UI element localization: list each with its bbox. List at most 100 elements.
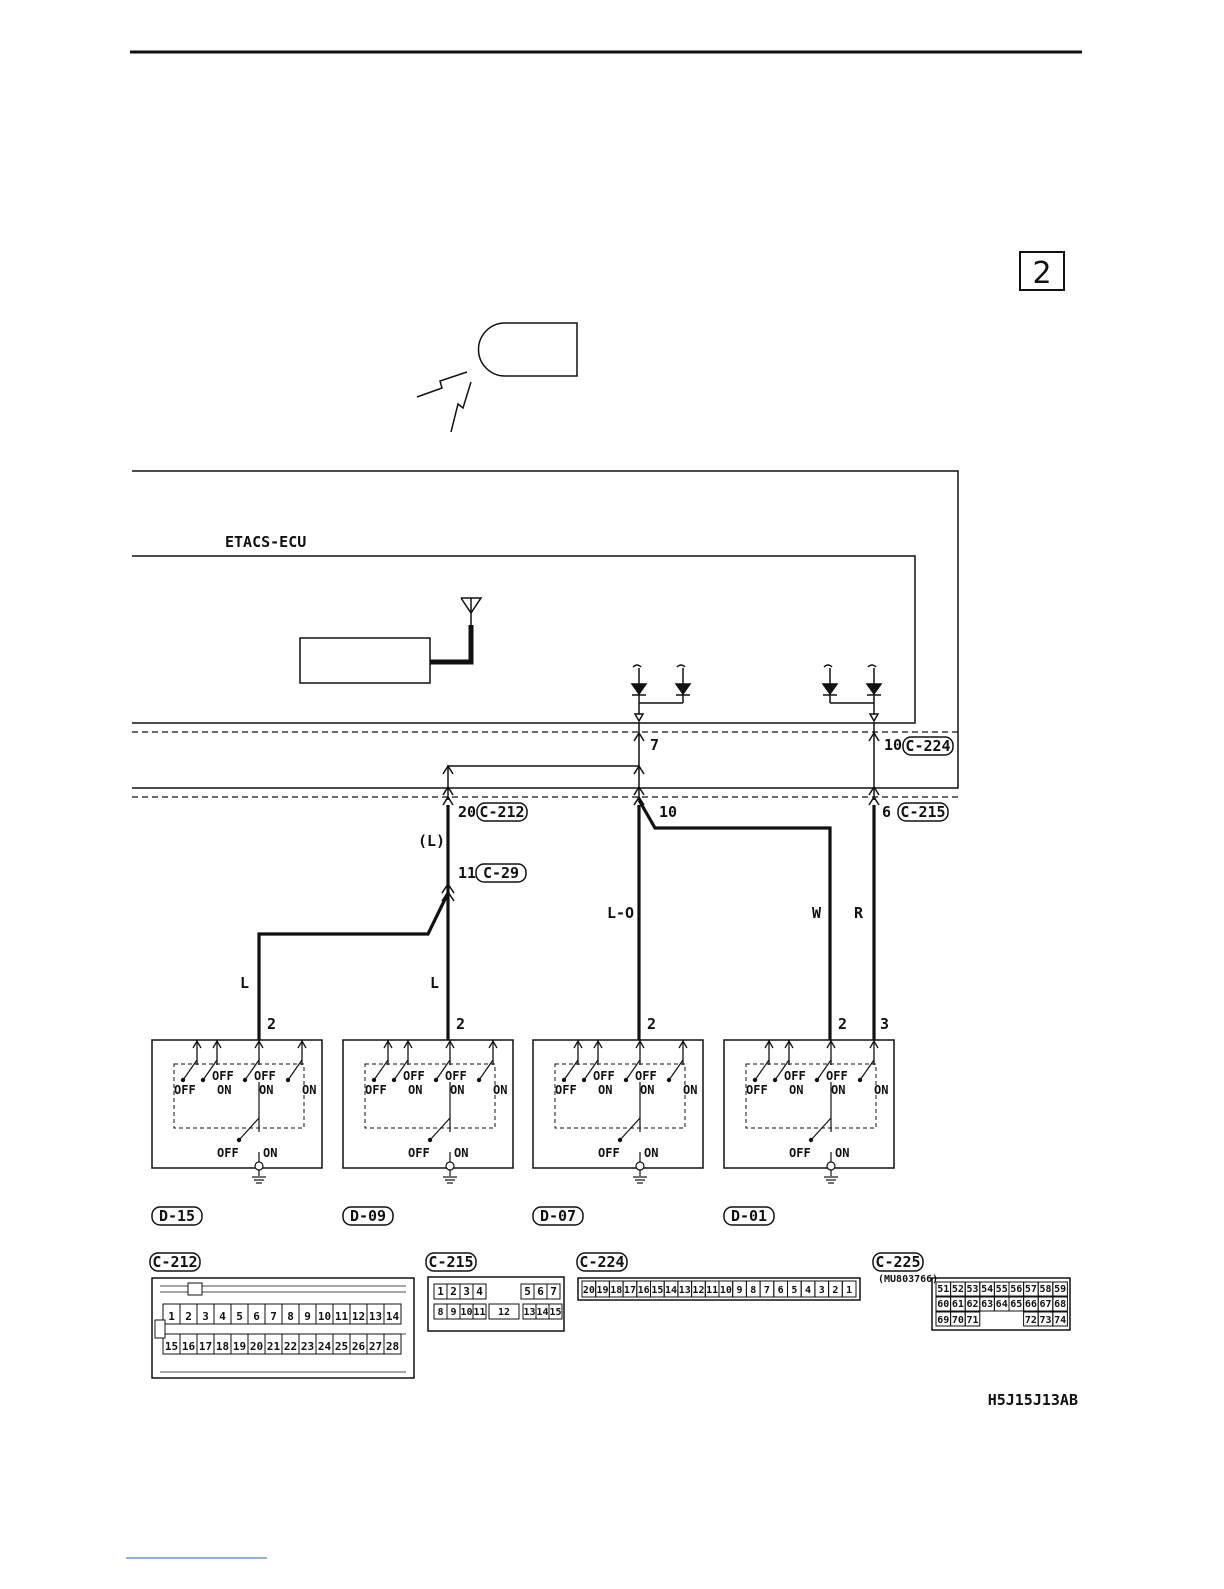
switch-on-label-b: ON [259,1083,273,1097]
connector-pin: 6 [253,1310,260,1323]
switch-bottom-on-label: ON [263,1146,277,1160]
wire-color-l-paren: (L) [418,832,445,850]
switch-connector-ref: D-07 [532,1206,584,1226]
switch-connector-ref: D-09 [342,1206,394,1226]
connector-pin: 64 [996,1299,1008,1310]
switch-pin-label: 2 [647,1015,656,1033]
connector-ref-c215: C-215 [897,802,949,822]
connector-pin: 19 [597,1285,609,1296]
junction-7: 7 [650,736,659,754]
switch-bottom-on-label: ON [644,1146,658,1160]
switch-on-label-a: ON [408,1083,422,1097]
svg-text:C-224: C-224 [905,737,950,755]
connector-pin: 10 [460,1307,472,1318]
connector-pin: 2 [185,1310,192,1323]
connector-pin: 20 [583,1285,595,1296]
keyless-transmitter [477,322,578,377]
connector-pin: 61 [952,1299,964,1310]
connector-pin: 4 [476,1285,483,1298]
connector-pin: 3 [819,1285,825,1296]
switch-off-label-a: OFF [403,1069,425,1083]
wire-color-lo: L-O [607,904,634,922]
radio-signal-icon [416,371,472,433]
connector-pin: 6 [778,1285,784,1296]
connector-pin: 4 [219,1310,226,1323]
switch-off-left-label: OFF [555,1083,577,1097]
connector-pin: 65 [1010,1299,1022,1310]
connector-ref-c225-diagram: C-225 [872,1252,924,1272]
inline-connector-c29 [441,882,455,902]
wire-color-r: R [854,904,864,922]
connector-pin: 15 [549,1307,561,1318]
connector-pin: 28 [386,1340,399,1353]
connector-pin: 2 [832,1285,838,1296]
switch-bottom-on-label: ON [454,1146,468,1160]
switch-off-left-label: OFF [746,1083,768,1097]
connector-pin: 3 [202,1310,209,1323]
switch-off-left-label: OFF [365,1083,387,1097]
connector-ref-c212-diagram-label: C-212 [152,1253,197,1271]
connector-pin: 16 [638,1285,650,1296]
connector-pin: 14 [536,1307,548,1318]
switch-off-label-a: OFF [212,1069,234,1083]
connector-pin: 21 [267,1340,281,1353]
connector-pin: 7 [270,1310,277,1323]
connector-pin: 59 [1054,1284,1066,1295]
diode-pair-left [630,664,692,723]
connector-pin: 51 [937,1284,949,1295]
switch-on-label-a: ON [789,1083,803,1097]
wire-color-l-2: L [430,974,439,992]
connector-pin: 17 [624,1285,636,1296]
connector-pin: 10 [318,1310,331,1323]
connector-ref-c215-diagram: C-215 [425,1252,477,1272]
switch-on-label-b: ON [640,1083,654,1097]
connector-pin: 11 [335,1310,349,1323]
connector-ref-c224: C-224 [902,736,954,756]
switch-pin-label-b: 3 [880,1015,889,1033]
junction-labels: 7 10 C-224 20 C-212 10 6 C-215 (L) 11 C-… [240,736,954,992]
switch-on-label-b: ON [450,1083,464,1097]
junction-10-top: 10 [884,736,902,754]
connector-pin: 69 [937,1315,949,1326]
connector-pin: 15 [165,1340,178,1353]
connector-pin: 8 [750,1285,756,1296]
connector-pin: 70 [952,1315,964,1326]
connector-pin: 72 [1025,1315,1037,1326]
connector-pin: 26 [352,1340,366,1353]
diode-pair-right [821,664,883,723]
switch-pin-label: 2 [456,1015,465,1033]
connector-pin: 14 [386,1310,400,1323]
connector-pin: 16 [182,1340,196,1353]
switch-ref-label: D-01 [731,1207,767,1225]
connector-pin: 7 [764,1285,770,1296]
switch-on-label-b: ON [831,1083,845,1097]
connector-pin: 3 [463,1285,470,1298]
junction-11: 11 [458,864,476,882]
svg-text:C-215: C-215 [900,803,945,821]
connector-pin: 1 [846,1285,852,1296]
connector-pin: 62 [966,1299,978,1310]
switch-off-label-b: OFF [635,1069,657,1083]
connector-pin: 12 [352,1310,365,1323]
connector-pin: 9 [304,1310,311,1323]
receiver-module [299,637,431,684]
connector-pin: 12 [692,1285,704,1296]
connector-pin: 58 [1039,1284,1051,1295]
connector-pin: 11 [706,1285,718,1296]
switch-on-right-label: ON [302,1083,316,1097]
connector-pin: 15 [651,1285,663,1296]
switch-pin-label: 2 [838,1015,847,1033]
page-number-box: 2 [1019,251,1065,291]
connector-pin: 57 [1025,1284,1037,1295]
connector-pin: 11 [473,1307,485,1318]
switch-ref-label: D-09 [350,1207,386,1225]
connector-pin: 8 [287,1310,294,1323]
drawing-code: H5J15J13AB [988,1391,1078,1409]
connector-pin: 13 [369,1310,382,1323]
antenna-icon [460,597,483,625]
connector-pin: 19 [233,1340,246,1353]
